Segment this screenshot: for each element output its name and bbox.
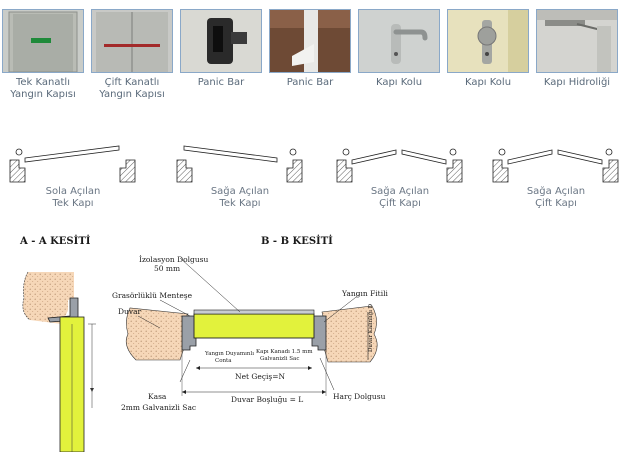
section-divider <box>0 118 623 130</box>
thumbnail-caption: Kapı Hidroliği <box>543 77 611 88</box>
thumbnail-caption: Kapı Kolu <box>375 77 423 88</box>
thumbnail-door-closer[interactable]: Kapı Hidroliği <box>536 9 618 89</box>
opening-diagram-left-single: Sola Açılan Tek Kapı <box>5 138 140 209</box>
thumbnail-double-leaf-fire-door[interactable]: Çift Kanatlı Yangın Kapısı <box>91 9 173 101</box>
thumbnail-caption: Çift Kanatlı <box>104 77 160 88</box>
label-wall-thickness: Duvar Kalınlığı D <box>368 303 374 352</box>
section-b-drawing <box>125 257 378 396</box>
label-wall: Duvar <box>118 307 142 316</box>
opening-diagram-double-2: Sağa Açılan Çift Kapı <box>488 138 623 209</box>
thumbnail-image <box>91 9 173 73</box>
opening-caption: Çift Kapı <box>535 198 577 209</box>
opening-caption: Sağa Açılan <box>370 186 430 197</box>
opening-caption: Sağa Açılan <box>210 186 270 197</box>
label-wall-gap: Duvar Boşluğu = L <box>231 395 304 404</box>
label-frame: Kasa <box>148 392 167 401</box>
thumbnail-panic-bar-2[interactable]: Panic Bar <box>269 9 351 89</box>
thumbnail-single-leaf-fire-door[interactable]: Tek Kanatlı Yangın Kapısı <box>2 9 84 101</box>
label-gasket-2: Conta <box>215 358 232 364</box>
section-b-title: B - B KESİTİ <box>261 236 333 247</box>
thumbnail-panic-bar-1[interactable]: Panic Bar <box>180 9 262 89</box>
thumbnail-image <box>269 9 351 73</box>
thumbnail-caption: Panic Bar <box>286 77 334 88</box>
opening-diagram-double-1: Sağa Açılan Çift Kapı <box>332 138 467 209</box>
section-a-drawing <box>22 271 96 452</box>
opening-caption: Tek Kapı <box>219 198 261 209</box>
label-door-leaf: Kapı Kanadı 1.5 mm <box>256 349 313 355</box>
thumbnail-door-handle-1[interactable]: Kapı Kolu <box>358 9 440 89</box>
opening-caption: Sola Açılan <box>45 186 101 197</box>
thumbnail-image <box>2 9 84 73</box>
label-net-opening: Net Geçiş=N <box>235 372 286 381</box>
thumbnail-caption: Panic Bar <box>197 77 245 88</box>
thumbnail-image <box>536 9 618 73</box>
opening-caption: Çift Kapı <box>379 198 421 209</box>
thumbnail-image <box>180 9 262 73</box>
opening-diagram-right-single: Sağa Açılan Tek Kapı <box>172 138 307 209</box>
opening-caption: Tek Kapı <box>52 198 94 209</box>
label-fire-wick: Yangın Fitili <box>342 289 388 298</box>
thumbnail-caption: Yangın Kapısı <box>99 89 165 100</box>
thumbnail-caption: Kapı Kolu <box>464 77 512 88</box>
thumbnail-caption: Yangın Kapısı <box>10 89 76 100</box>
label-mortar: Harç Dolgusu <box>333 392 386 401</box>
thumbnail-caption: Tek Kanatlı <box>16 77 70 88</box>
label-insulation: İzolasyon Dolgusu <box>139 255 209 264</box>
label-door-leaf-2: Galvanizli Sac <box>260 356 300 362</box>
label-frame-material: 2mm Galvanizli Sac <box>121 403 197 412</box>
section-a-title: A - A KESİTİ <box>20 236 91 247</box>
thumbnail-image <box>447 9 529 73</box>
thumbnail-image <box>358 9 440 73</box>
thumbnail-door-handle-2[interactable]: Kapı Kolu <box>447 9 529 89</box>
opening-caption: Sağa Açılan <box>526 186 586 197</box>
product-thumbnail-row: Tek Kanatlı Yangın Kapısı Çift Kanatlı Y… <box>2 9 622 109</box>
label-gasket: Yangın Duyamınlı <box>205 351 254 357</box>
label-hinge: Grasörlüklü Menteşe <box>112 291 193 300</box>
label-insulation-thickness: 50 mm <box>154 264 181 273</box>
